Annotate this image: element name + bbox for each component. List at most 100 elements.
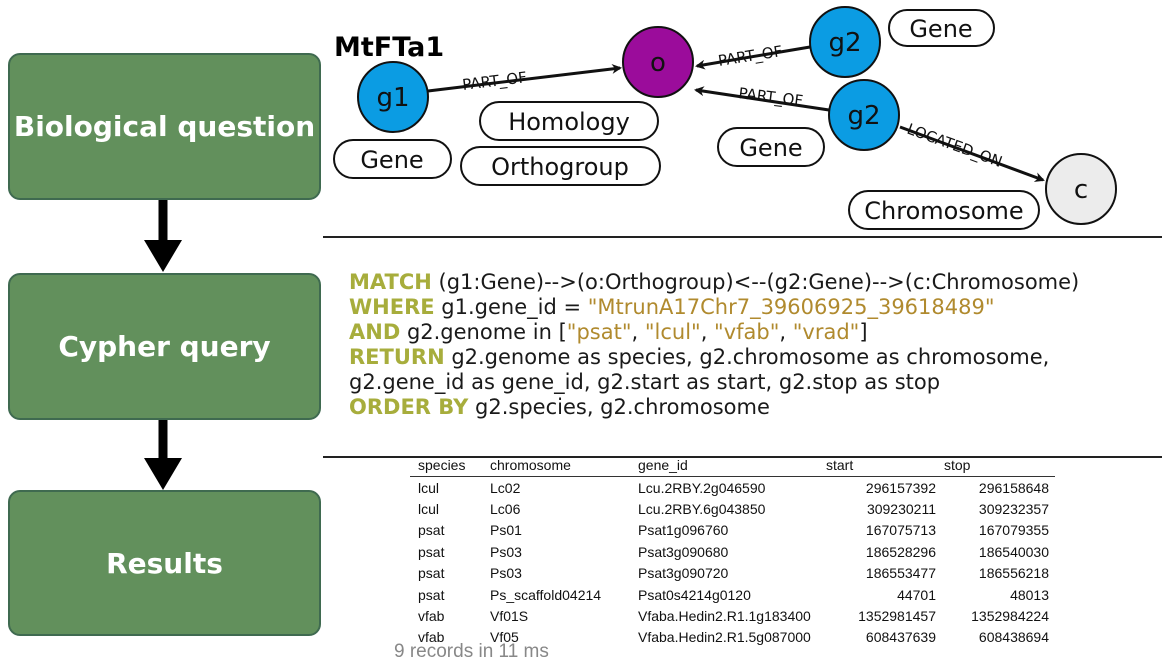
cypher-text: g2.genome in [ xyxy=(400,320,567,344)
cell-chromosome: Lc06 xyxy=(490,501,521,518)
edge-g1-o xyxy=(427,63,622,93)
label-chromosome: Chromosome xyxy=(848,190,1040,230)
svg-text:g2: g2 xyxy=(828,28,861,58)
cypher-line-4: RETURN g2.genome as species, g2.chromoso… xyxy=(349,345,1079,370)
cypher-sep: , xyxy=(779,320,793,344)
node-orthogroup: o xyxy=(622,26,694,98)
cypher-keyword-return: RETURN xyxy=(349,345,445,369)
column-header-stop: stop xyxy=(944,457,971,473)
cypher-line-2: WHERE g1.gene_id = "MtrunA17Chr7_3960692… xyxy=(349,295,1079,320)
edge-label-e1: PART_OF xyxy=(461,68,528,95)
label-gene-mid: Gene xyxy=(717,127,825,167)
gene-name-label: MtFTa1 xyxy=(334,32,444,63)
svg-text:Homology: Homology xyxy=(508,108,630,136)
label-gene-g1: Gene xyxy=(333,139,452,179)
step-biological-question: Biological question xyxy=(8,53,321,200)
cell-chromosome: Vf01S xyxy=(490,608,529,625)
flow-arrow-1 xyxy=(144,200,182,272)
cell-start: 608437639 xyxy=(865,629,936,646)
cypher-text: g2.species, g2.chromosome xyxy=(468,395,770,419)
cell-chromosome: Lc02 xyxy=(490,479,521,496)
column-header-start: start xyxy=(826,457,854,473)
cell-stop: 309232357 xyxy=(978,501,1049,518)
cypher-line-1: MATCH (g1:Gene)-->(o:Orthogroup)<--(g2:G… xyxy=(349,270,1079,295)
edge-label-e4: LOCATED_ON xyxy=(904,120,1004,172)
cypher-sep: , xyxy=(631,320,645,344)
cell-gene-id: Lcu.2RBY.2g046590 xyxy=(638,479,766,496)
cell-start: 186528296 xyxy=(865,543,936,560)
edge-label-e2: PART_OF xyxy=(717,42,784,71)
results-header-row: species chromosome gene_id start stop xyxy=(410,456,1055,477)
node-g2-top: g2 xyxy=(809,6,881,78)
edge-g2mid-c xyxy=(899,125,1045,182)
column-header-species: species xyxy=(418,457,466,473)
cell-gene-id: Lcu.2RBY.6g043850 xyxy=(638,501,766,518)
cypher-string: "psat" xyxy=(566,320,632,344)
node-g2-mid: g2 xyxy=(828,79,900,151)
cypher-line-3: AND g2.genome in ["psat", "lcul", "vfab"… xyxy=(349,320,1079,345)
cell-stop: 48013 xyxy=(1010,586,1049,603)
node-g1: g1 xyxy=(357,61,429,133)
cell-gene-id: Vfaba.Hedin2.R1.1g183400 xyxy=(638,608,811,625)
cell-gene-id: Psat1g096760 xyxy=(638,522,729,539)
label-homology: Homology xyxy=(479,101,659,141)
cypher-keyword-and: AND xyxy=(349,320,401,344)
cypher-text: g1.gene_id = xyxy=(434,295,588,319)
edge-g2mid-o xyxy=(694,86,830,112)
edge-g2top-o xyxy=(695,45,811,70)
cypher-text: ] xyxy=(859,320,868,344)
cypher-keyword-order-by: ORDER BY xyxy=(349,395,469,419)
step-cypher-query: Cypher query xyxy=(8,273,321,420)
cypher-sep: , xyxy=(700,320,715,344)
cell-species: psat xyxy=(418,543,445,560)
results-table: species chromosome gene_id start stop lc… xyxy=(410,456,1055,648)
edge-label-e3: PART_OF xyxy=(737,84,804,111)
cell-start: 186553477 xyxy=(865,565,936,582)
step-cypher-query-label: Cypher query xyxy=(58,330,271,363)
cell-start: 309230211 xyxy=(866,501,936,518)
cell-gene-id: Psat3g090720 xyxy=(638,565,729,582)
cell-start: 296157392 xyxy=(865,479,936,496)
cell-chromosome: Ps03 xyxy=(490,565,522,582)
step-results-label: Results xyxy=(106,546,223,580)
section-divider-bottom xyxy=(323,456,1162,458)
cypher-line-6: ORDER BY g2.species, g2.chromosome xyxy=(349,395,1079,420)
cypher-line-5: g2.gene_id as gene_id, g2.start as start… xyxy=(349,370,1079,395)
cypher-string: "vrad" xyxy=(792,320,860,344)
cypher-keyword-where: WHERE xyxy=(349,295,435,319)
svg-text:Gene: Gene xyxy=(909,15,972,43)
cypher-text: (g1:Gene)-->(o:Orthogroup)<--(g2:Gene)--… xyxy=(431,270,1080,294)
cypher-text: g2.gene_id as gene_id, g2.start as start… xyxy=(349,370,941,394)
step-biological-question-label: Biological question xyxy=(13,110,316,143)
table-row: vfab Vf01S Vfaba.Hedin2.R1.1g183400 1352981… xyxy=(410,605,1055,626)
cell-start: 44701 xyxy=(897,586,936,603)
cell-species: psat xyxy=(418,586,445,603)
cell-species: vfab xyxy=(418,608,445,625)
cypher-text: g2.genome as species, g2.chromosome as c… xyxy=(444,345,1050,369)
cell-chromosome: Vf05 xyxy=(490,629,519,646)
cypher-string: "lcul" xyxy=(644,320,701,344)
node-chromosome: c xyxy=(1045,153,1117,225)
cell-chromosome: Ps03 xyxy=(490,543,522,560)
svg-text:g1: g1 xyxy=(376,83,409,113)
flow-arrow-2 xyxy=(144,420,182,490)
cell-start: 167075713 xyxy=(865,522,936,539)
cell-start: 1352981457 xyxy=(858,608,936,625)
step-results: Results xyxy=(8,490,321,636)
cell-stop: 167079355 xyxy=(978,522,1049,539)
cypher-query-code: MATCH (g1:Gene)-->(o:Orthogroup)<--(g2:G… xyxy=(349,270,1079,420)
svg-text:Gene: Gene xyxy=(739,134,802,162)
svg-text:c: c xyxy=(1074,175,1088,205)
records-count-note: 9 records in 11 ms xyxy=(394,641,549,662)
cell-gene-id: Psat0s4214g0120 xyxy=(638,586,751,603)
label-orthogroup: Orthogroup xyxy=(460,146,661,186)
cell-gene-id: Vfaba.Hedin2.R1.5g087000 xyxy=(638,629,811,646)
cypher-keyword-match: MATCH xyxy=(349,270,432,294)
svg-text:g2: g2 xyxy=(847,101,880,131)
